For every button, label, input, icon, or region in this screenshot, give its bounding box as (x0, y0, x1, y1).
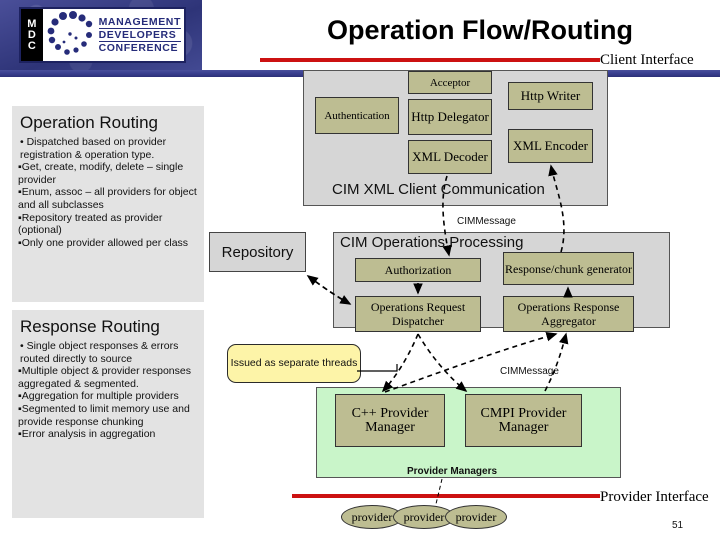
box-xml-decoder[interactable]: XML Decoder (408, 140, 492, 174)
page-number: 51 (672, 520, 684, 531)
box-http-writer[interactable]: Http Writer (508, 82, 593, 110)
logo-plate: M D C (19, 7, 186, 63)
arrow-dispatcher-to-cmpi-manager (417, 333, 468, 393)
provider-interface-rule (292, 494, 600, 498)
operation-routing-heading: Operation Routing (20, 113, 158, 132)
box-xml-encoder[interactable]: XML Encoder (508, 129, 593, 163)
box-authentication[interactable]: Authentication (315, 97, 399, 134)
response-routing-bullet-2: ▪Multiple object & provider responses ag… (18, 365, 191, 390)
cim-xml-client-communication-label: CIM XML Client Communication (332, 181, 545, 198)
provider-managers-to-providers-leader (435, 478, 443, 505)
operation-routing-bullet-3: ▪Enum, assoc – all providers for object … (18, 186, 197, 211)
logo-line-management: MANAGEMENT (98, 16, 181, 29)
box-repository[interactable]: Repository (209, 232, 306, 272)
arrow-dispatcher-to-cpp-manager (381, 333, 419, 393)
cim-operations-processing-label: CIM Operations Processing (340, 234, 524, 251)
callout-leader (357, 364, 398, 372)
logo-swirl-dots-icon (43, 9, 99, 61)
response-routing-bullet-5: ▪Error analysis in aggregation (18, 428, 156, 441)
mdc-letter-c: C (27, 39, 36, 52)
response-routing-bullet-3: ▪Aggregation for multiple providers (18, 390, 179, 403)
response-routing-bullet-4: ▪Segmented to limit memory use and provi… (18, 402, 190, 428)
arrow-cmpi-manager-to-aggregator (544, 332, 569, 392)
callout-issued-as-separate-threads: Issued as separate threads (227, 344, 361, 383)
logo-line-conference: CONFERENCE (98, 42, 179, 54)
response-routing-heading: Response Routing (20, 317, 160, 336)
box-response-chunk-generator[interactable]: Response/chunk generator (503, 252, 634, 285)
client-interface-label: Client Interface (600, 52, 694, 68)
mdc-monogram: M D C (21, 9, 43, 61)
label-cimmessage-bottom: CIMMessage (498, 366, 561, 377)
label-cimmessage-top: CIMMessage (455, 216, 518, 227)
oval-provider-3[interactable]: provider (445, 505, 507, 529)
operation-routing-bullet-4: ▪Repository treated as provider (optiona… (18, 211, 163, 237)
box-acceptor[interactable]: Acceptor (408, 71, 492, 94)
oval-provider-1[interactable]: provider (341, 505, 403, 529)
box-http-delegator[interactable]: Http Delegator (408, 99, 492, 135)
operation-routing-bullet-2: ▪Get, create, modify, delete – single pr… (18, 161, 184, 186)
response-routing-bullet-1: • Single object responses & errors route… (20, 340, 179, 365)
operation-routing-bullet-5: ▪Only one provider allowed per class (18, 236, 189, 249)
panel-response-routing: Response Routing • Single object respons… (12, 310, 204, 518)
operation-routing-bullets: • Dispatched based on provider registrat… (18, 136, 198, 249)
logo-line-developers: DEVELOPERS (98, 29, 181, 42)
page-title: Operation Flow/Routing (327, 15, 633, 45)
box-operations-request-dispatcher[interactable]: Operations Request Dispatcher (355, 296, 481, 332)
response-routing-bullets: • Single object responses & errors route… (18, 340, 198, 441)
conference-logo-block: M D C (0, 0, 202, 72)
box-authorization[interactable]: Authorization (355, 258, 481, 282)
panel-operation-routing: Operation Routing • Dispatched based on … (12, 106, 204, 302)
provider-managers-label: Provider Managers (407, 466, 498, 477)
mdc-letter-d: D (27, 28, 36, 41)
box-cpp-provider-manager[interactable]: C++ Provider Manager (335, 394, 445, 447)
swirl-dots-svg (47, 11, 92, 55)
arrow-cpp-manager-to-aggregator (384, 332, 558, 393)
client-interface-rule (260, 58, 600, 62)
box-operations-response-aggregator[interactable]: Operations Response Aggregator (503, 296, 634, 332)
box-cmpi-provider-manager[interactable]: CMPI Provider Manager (465, 394, 582, 447)
logo-wordmark: MANAGEMENT DEVELOPERS CONFERENCE (98, 9, 184, 61)
operation-routing-bullet-1: • Dispatched based on provider registrat… (20, 136, 167, 161)
mdc-letter-m: M (27, 17, 37, 30)
provider-interface-label: Provider Interface (600, 489, 709, 505)
